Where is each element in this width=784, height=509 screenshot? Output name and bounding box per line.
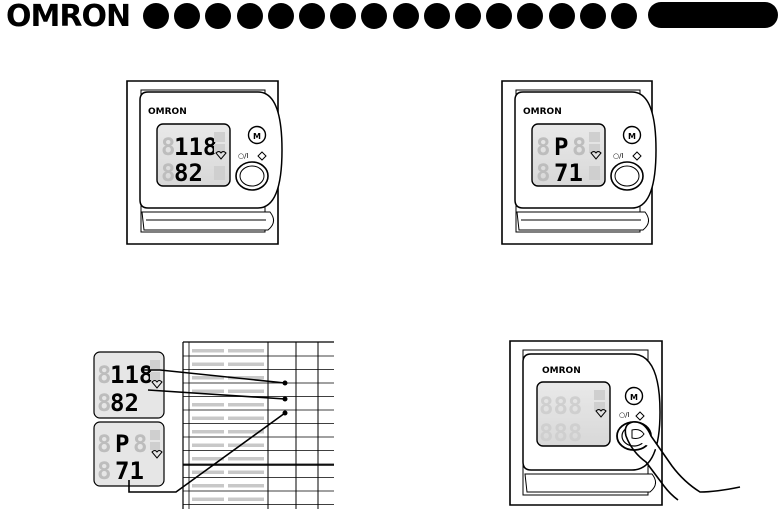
- device-2-pulse-value: 71: [554, 159, 583, 187]
- device-2-power-label: ○/I: [613, 152, 624, 160]
- table-placeholder-bar: [228, 498, 264, 502]
- device-2-brand: OMRON: [523, 107, 562, 117]
- device-2: OMRON 8 8 8 P 71 M ○/I: [502, 81, 656, 244]
- table-placeholder-bar: [192, 349, 224, 353]
- svg-text:8: 8: [536, 133, 550, 161]
- table-placeholder-bar: [228, 363, 264, 367]
- table-placeholder-bar: [228, 403, 264, 407]
- leader-dot-systolic: [283, 381, 288, 386]
- device-1-power-label: ○/I: [238, 152, 249, 160]
- record-table: [183, 342, 334, 509]
- leader-dot-pulse: [283, 411, 288, 416]
- device-4: OMRON 888 888 M ○/I: [510, 341, 740, 505]
- table-placeholder-bar: [228, 471, 264, 475]
- table-placeholder-bar: [228, 417, 264, 421]
- device-1-systolic: 118: [174, 133, 217, 161]
- svg-text:M: M: [628, 132, 636, 141]
- table-placeholder-bar: [228, 484, 264, 488]
- record-panel: 8 8 118 82 8 8 8 P 71: [94, 342, 334, 509]
- device-4-top-segments: 888: [539, 392, 582, 420]
- table-placeholder-bar: [192, 471, 224, 475]
- table-placeholder-bar: [192, 444, 224, 448]
- table-placeholder-bar: [228, 444, 264, 448]
- svg-text:8: 8: [97, 430, 111, 458]
- table-placeholder-bar: [228, 349, 264, 353]
- svg-text:8: 8: [97, 457, 111, 485]
- device-1: OMRON 8 8 118 82 M ○/I: [127, 81, 282, 244]
- device-2-pulse-label: P: [554, 133, 568, 161]
- table-placeholder-bar: [192, 403, 224, 407]
- svg-text:M: M: [253, 132, 261, 141]
- device-4-power-label: ○/I: [619, 411, 630, 419]
- table-placeholder-bar: [228, 457, 264, 461]
- record-display-2-pulse-label: P: [115, 430, 129, 458]
- table-placeholder-bar: [192, 484, 224, 488]
- table-placeholder-bar: [192, 417, 224, 421]
- device-1-brand: OMRON: [148, 107, 187, 117]
- svg-text:8: 8: [133, 430, 147, 458]
- svg-text:8: 8: [572, 133, 586, 161]
- svg-text:M: M: [630, 393, 638, 402]
- record-display-1-diastolic: 82: [110, 389, 139, 417]
- device-1-diastolic: 82: [174, 159, 203, 187]
- device-4-brand: OMRON: [542, 366, 581, 376]
- leader-dot-diastolic: [283, 397, 288, 402]
- table-placeholder-bar: [192, 498, 224, 502]
- svg-text:8: 8: [536, 159, 550, 187]
- table-placeholder-bar: [192, 363, 224, 367]
- table-placeholder-bar: [228, 390, 264, 394]
- device-4-bottom-segments: 888: [539, 419, 582, 447]
- record-display-1-systolic: 118: [110, 361, 153, 389]
- table-placeholder-bar: [192, 430, 224, 434]
